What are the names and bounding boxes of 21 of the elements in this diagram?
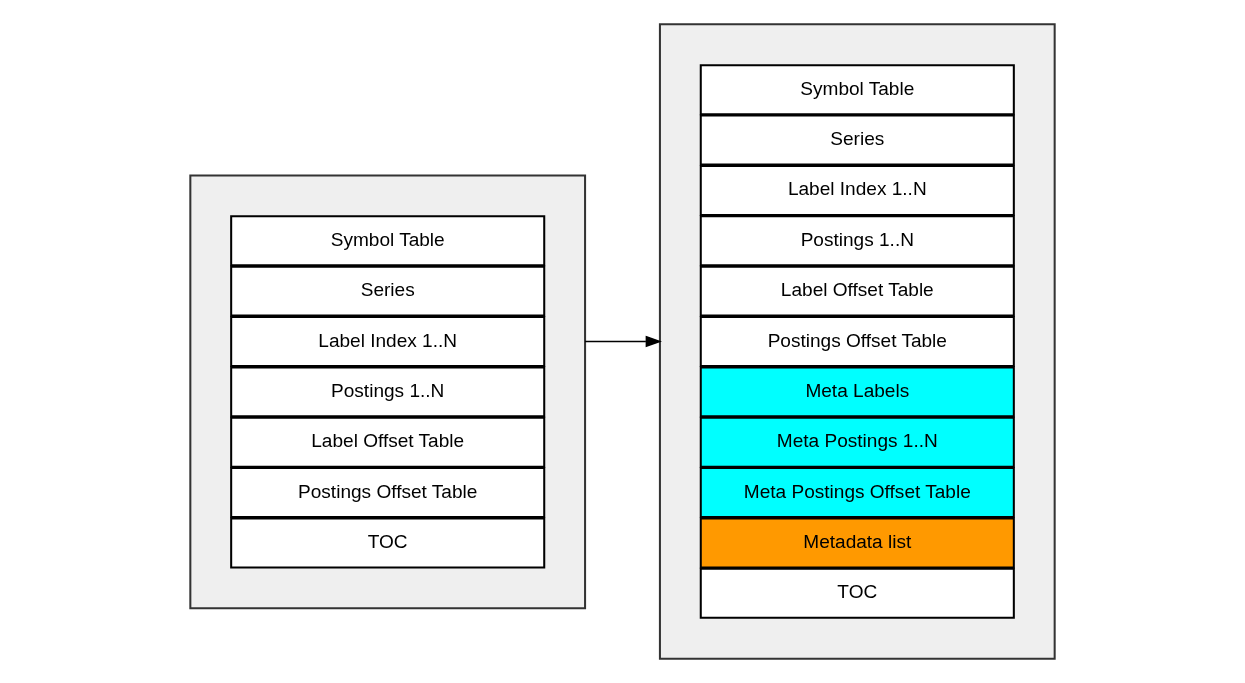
node-box: Postings 1..N — [699, 215, 1015, 267]
node-box: TOC — [230, 517, 546, 569]
cluster — [189, 174, 587, 610]
arrow — [584, 335, 662, 348]
node-box: Postings Offset Table — [230, 467, 546, 519]
node-box: Label Offset Table — [230, 416, 546, 468]
node-box: Symbol Table — [230, 215, 546, 267]
node-box: Meta Labels — [699, 366, 1015, 418]
node-box: Symbol Table — [699, 64, 1015, 116]
cluster — [658, 23, 1056, 660]
node-box: TOC — [699, 567, 1015, 619]
node-box: Meta Postings Offset Table — [699, 467, 1015, 519]
node-box: Label Index 1..N — [699, 164, 1015, 216]
node-box: Postings Offset Table — [699, 316, 1015, 367]
node-box: Label Offset Table — [699, 265, 1015, 317]
node-box: Series — [699, 114, 1015, 166]
node-box: Metadata list — [699, 517, 1015, 569]
node-box: Label Index 1..N — [230, 316, 546, 367]
node-box: Series — [230, 265, 546, 317]
node-box: Postings 1..N — [230, 366, 546, 418]
node-box: Meta Postings 1..N — [699, 416, 1015, 468]
